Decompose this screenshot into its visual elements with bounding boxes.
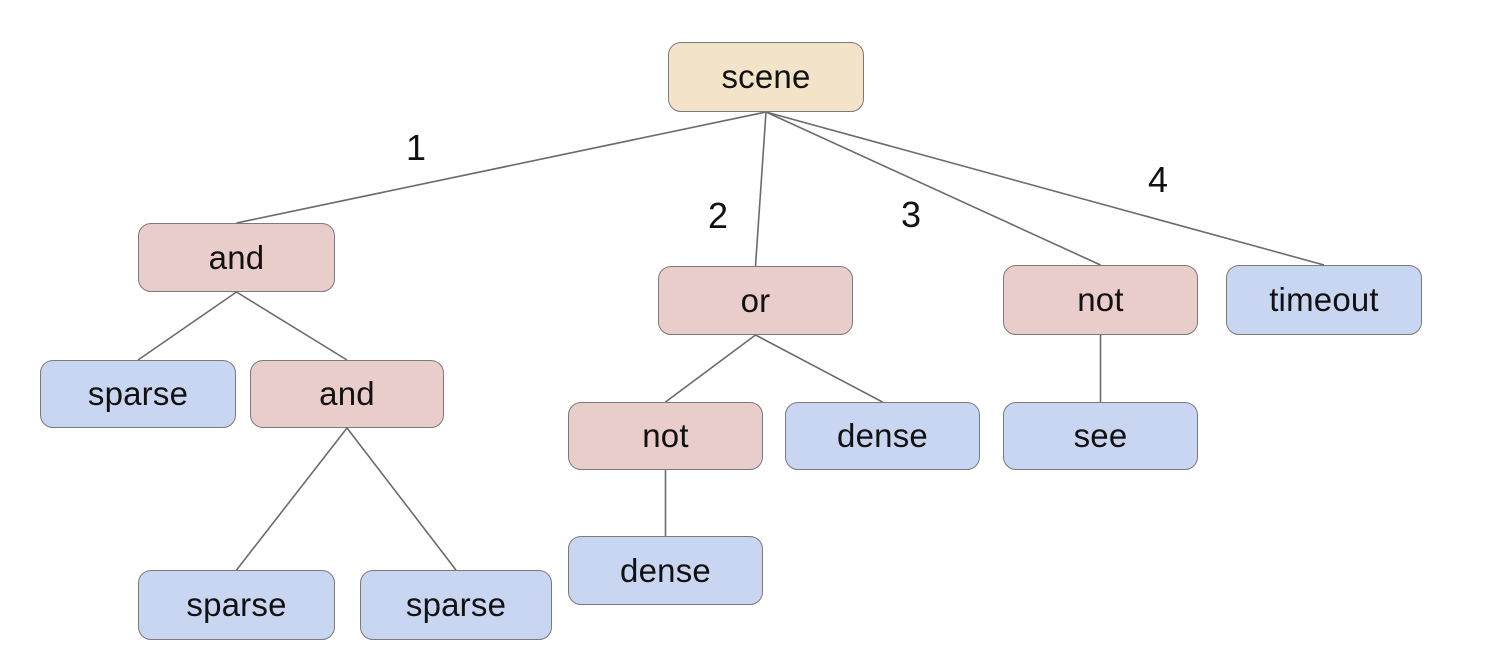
node-label: and: [319, 375, 375, 412]
node-sparse3: sparse: [360, 570, 552, 640]
edge-label-4: 4: [1147, 159, 1169, 200]
edge-scene-to-and1: [236, 111, 767, 224]
node-and2: and: [250, 360, 444, 428]
node-not2: not: [568, 402, 763, 470]
node-not1: not: [1003, 265, 1198, 335]
edge-and1-to-sparse1: [137, 291, 237, 361]
node-label: dense: [837, 417, 928, 454]
node-label: see: [1073, 417, 1128, 454]
node-label: sparse: [186, 586, 287, 623]
edge-and1-to-and2: [236, 291, 348, 361]
node-label: or: [740, 281, 771, 319]
edge-and2-to-sparse3: [346, 427, 457, 571]
node-sparse2: sparse: [138, 570, 335, 640]
edge-scene-to-not1: [765, 111, 1101, 266]
node-label: scene: [721, 58, 811, 95]
node-or1: or: [658, 266, 853, 335]
node-scene: scene: [668, 42, 864, 112]
node-dense2: dense: [568, 536, 763, 605]
node-dense1: dense: [785, 402, 980, 470]
edge-label-1: 1: [405, 127, 427, 168]
edge-scene-to-timeout1: [765, 111, 1325, 266]
node-label: not: [642, 417, 689, 454]
node-see1: see: [1003, 402, 1198, 470]
node-sparse1: sparse: [40, 360, 236, 428]
node-label: not: [1077, 281, 1124, 318]
edge-and2-to-sparse2: [235, 427, 348, 571]
node-label: dense: [620, 551, 711, 589]
edge-or1-to-dense1: [755, 334, 883, 403]
edge-or1-to-not2: [665, 334, 756, 403]
edge-label-2: 2: [707, 195, 729, 236]
node-timeout1: timeout: [1226, 265, 1422, 335]
node-label: sparse: [405, 586, 507, 623]
edge-scene-to-or1: [754, 111, 767, 267]
node-label: sparse: [87, 375, 189, 412]
node-and1: and: [138, 223, 335, 292]
edge-label-3: 3: [900, 194, 922, 235]
node-label: timeout: [1269, 281, 1379, 318]
node-label: and: [208, 238, 265, 276]
